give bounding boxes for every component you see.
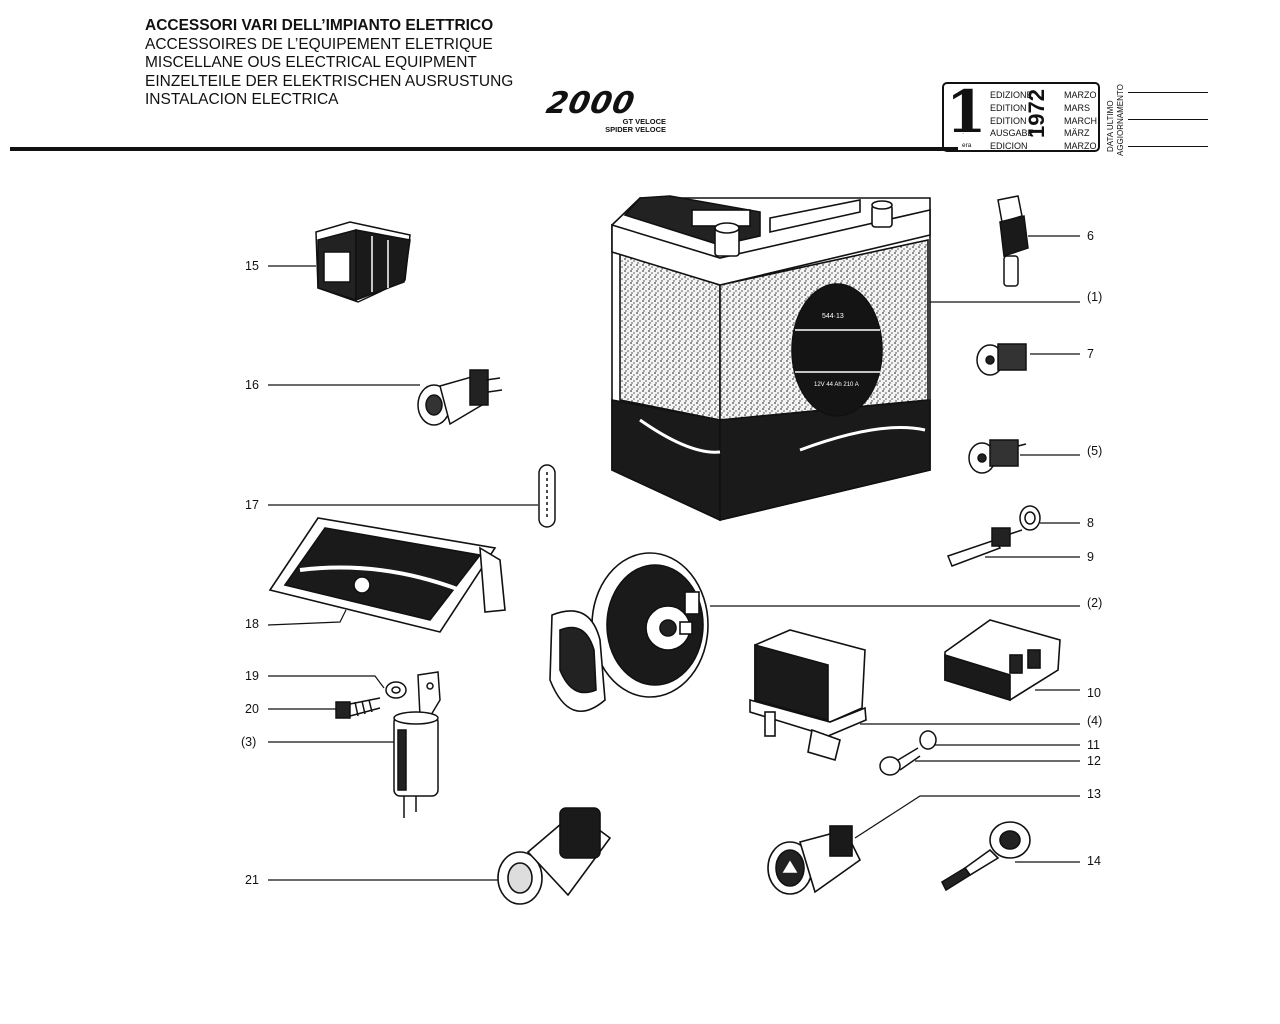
callout-4: (4) (1087, 714, 1103, 728)
flasher-part (944, 619, 1061, 702)
callout-12: 12 (1087, 754, 1101, 768)
word-en: EDITION (990, 115, 1027, 126)
month-es: MARZO (1064, 141, 1097, 152)
callout-5: (5) (1087, 444, 1103, 458)
battery-rating: 12V 44 Ah 210 A (814, 382, 859, 388)
warning-lamp-part (417, 369, 503, 426)
screw-12-part (879, 747, 921, 776)
lamp-21-part (497, 807, 612, 905)
model-logo: 2000 GT VELOCE SPIDER VELOCE (543, 86, 670, 138)
callout-2: (2) (1087, 596, 1103, 610)
callout-19: 19 (245, 669, 259, 683)
logo-line-gt: GT VELOCE (622, 117, 666, 126)
rocker-switch-part (315, 221, 411, 303)
abbr-en: st (962, 117, 968, 124)
header-titles: ACCESSORI VARI DELL’IMPIANTO ELETTRICO A… (145, 17, 513, 110)
callout-8: 8 (1087, 516, 1094, 530)
callout-13: 13 (1087, 787, 1101, 801)
interior-lamp-part (268, 517, 506, 633)
abbr-fr: ère (962, 104, 972, 112)
leader-19 (268, 675, 385, 689)
horn-part (549, 552, 709, 712)
battery-code: 544·13 (822, 313, 844, 320)
callout-1: (1) (1087, 290, 1103, 304)
callout-7: 7 (1087, 347, 1094, 361)
screw-20-part (335, 697, 381, 719)
battery-part (611, 195, 931, 522)
update-line-1 (1128, 92, 1208, 93)
washer-8-part (1019, 505, 1041, 531)
word-fr: EDITION (990, 102, 1027, 113)
month-en: MARCH (1064, 115, 1097, 126)
callout-20: 20 (245, 702, 259, 716)
callout-18: 18 (245, 617, 259, 631)
month-it: MARZO (1064, 90, 1097, 100)
callout-3: (3) (241, 735, 257, 749)
update-line-2 (1128, 119, 1208, 120)
sender-9-part (947, 527, 1023, 567)
nut-11-part (919, 730, 937, 750)
abbr-es: era (962, 142, 972, 149)
lamp-5-part (968, 439, 1027, 474)
washer-19-part (385, 681, 407, 699)
word-de: AUSGABE (990, 128, 1034, 139)
logo-line-spider: SPIDER VELOCE (605, 125, 666, 134)
leader-13 (854, 795, 1080, 839)
callout-11: 11 (1087, 738, 1100, 752)
edition-words: EDIZIONE EDITION EDITION AUSGABE EDICION (990, 89, 1034, 153)
title-french: ACCESSOIRES DE L’EQUIPEMENT ELETRIQUE (145, 35, 493, 53)
word-it: EDIZIONE (990, 90, 1033, 100)
update-line-3 (1128, 146, 1208, 147)
callout-14: 14 (1087, 854, 1101, 868)
switch-7-part (976, 343, 1027, 376)
callout-16: 16 (245, 378, 259, 392)
month-de: MÄRZ (1064, 128, 1090, 139)
pressure-switch-part (940, 821, 1031, 892)
callout-9: 9 (1087, 550, 1094, 564)
leader-lines (267, 235, 1080, 881)
edition-box: 1 a ère st · era EDIZIONE EDITION EDITIO… (942, 78, 1100, 153)
abbr-it: a (962, 92, 966, 99)
terminal-part (997, 195, 1029, 287)
callout-6: 6 (1087, 229, 1094, 243)
edition-months: MARZO MARS MARCH MÄRZ MARZO (1064, 89, 1097, 153)
callout-21: 21 (245, 873, 259, 887)
header-rule (10, 147, 958, 151)
title-german: EINZELTEILE DER ELEKTRISCHEN AUSRUSTUNG (145, 72, 514, 90)
abbr-de: · (962, 129, 965, 137)
condenser-part (393, 671, 441, 818)
fuse-part (538, 464, 556, 528)
hazard-switch-part (767, 825, 862, 895)
callout-10: 10 (1087, 686, 1101, 700)
relay-part (749, 629, 867, 762)
callout-15: 15 (245, 259, 259, 273)
word-es: EDICION (990, 141, 1028, 152)
title-english: MISCELLANE OUS ELECTRICAL EQUIPMENT (145, 54, 477, 71)
edition-number: 1 (946, 78, 987, 146)
title-italian: ACCESSORI VARI DELL’IMPIANTO ELETTRICO (145, 17, 494, 34)
month-fr: MARS (1064, 102, 1091, 113)
title-spanish: INSTALACION ELECTRICA (145, 91, 339, 108)
leader-18 (267, 609, 347, 626)
edition-abbreviations: a ère st · era (962, 90, 971, 153)
callout-17: 17 (245, 498, 259, 512)
